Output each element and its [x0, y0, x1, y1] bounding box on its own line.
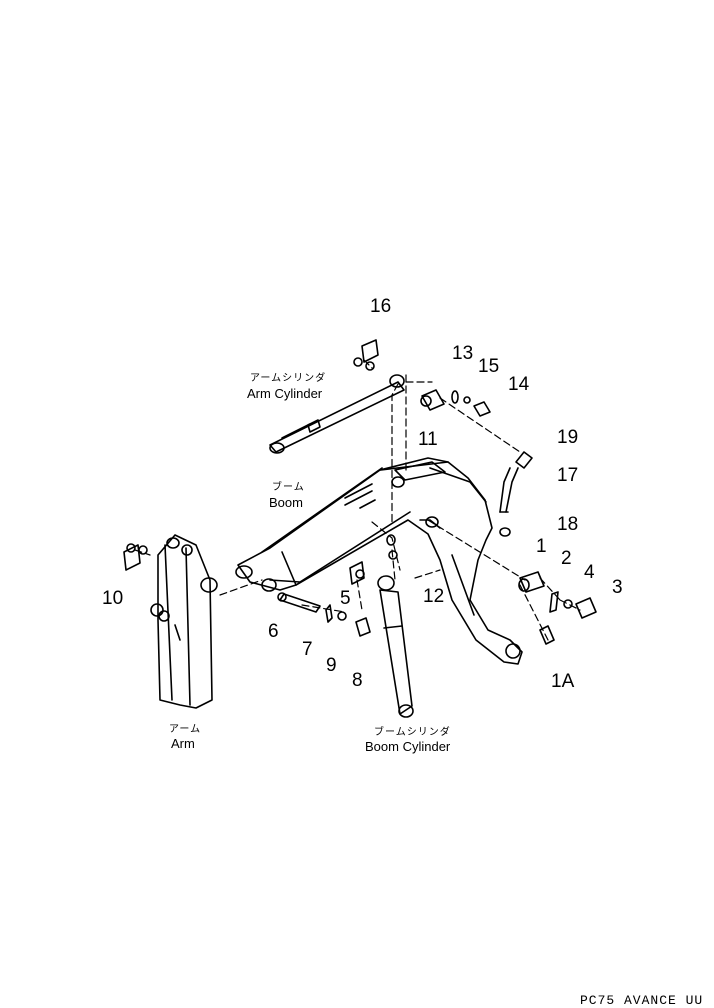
boom-cylinder-label-jp: ブームシリンダ [374, 727, 451, 738]
arm-label-en: Arm [171, 736, 195, 751]
small-parts [123, 339, 597, 645]
boom-cylinder-label-en: Boom Cylinder [365, 739, 451, 754]
part-number-9: 9 [326, 655, 337, 676]
part-number-1: 1 [536, 536, 547, 557]
boom-cylinder-drawing [377, 575, 414, 718]
part-number-8: 8 [352, 670, 363, 691]
boom-label-en: Boom [269, 495, 303, 510]
footer-model-code: PC75 AVANCE UU [580, 993, 704, 1008]
part-number-11: 11 [418, 429, 438, 450]
arm-cylinder-label-jp: アームシリンダ [250, 373, 327, 384]
arm-cylinder-drawing [269, 374, 405, 454]
part-number-17: 17 [557, 465, 579, 486]
part-number-1a: 1A [551, 671, 575, 692]
part-number-12: 12 [423, 586, 445, 607]
arm-drawing [150, 534, 218, 709]
part-number-10: 10 [102, 588, 124, 609]
arm-cylinder-label-en: Arm Cylinder [247, 386, 323, 401]
part-number-6: 6 [268, 621, 279, 642]
part-number-18: 18 [557, 514, 579, 535]
part-number-19: 19 [557, 427, 579, 448]
part-number-16: 16 [370, 296, 392, 317]
part-number-13: 13 [452, 343, 474, 364]
arm-label-jp: アーム [169, 724, 202, 735]
boom-label-jp: ブーム [272, 482, 305, 493]
part-number-2: 2 [561, 548, 572, 569]
boom-drawing [235, 457, 523, 665]
part-number-14: 14 [508, 374, 530, 395]
part-number-15: 15 [478, 356, 500, 377]
part-number-3: 3 [612, 577, 623, 598]
part-number-5: 5 [340, 588, 351, 609]
part-number-7: 7 [302, 639, 313, 660]
part-number-4: 4 [584, 562, 595, 583]
